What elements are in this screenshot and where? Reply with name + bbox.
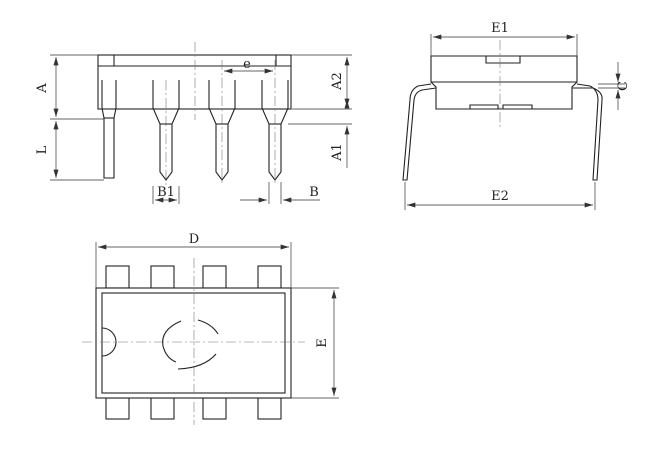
top-pin-8: [105, 265, 130, 289]
side-lead-right: [572, 83, 603, 181]
front-pin-4: [261, 80, 289, 181]
label-E2: E2: [491, 189, 509, 204]
front-view: A L A2 A1 e B1 B: [35, 42, 352, 204]
front-pin-2: [152, 80, 180, 181]
label-D: D: [189, 232, 199, 247]
label-A1: A1: [330, 143, 345, 162]
top-pin-3: [202, 397, 227, 420]
top-body-inner: [101, 292, 286, 394]
front-pin-3: [208, 80, 236, 181]
label-E1: E1: [491, 21, 509, 36]
label-E: E: [315, 338, 330, 348]
side-lead-left: [402, 83, 437, 181]
top-pin-5: [257, 265, 282, 289]
label-B: B: [309, 185, 319, 200]
top-body: [95, 287, 292, 399]
side-body: [430, 55, 578, 110]
top-pin-6: [202, 265, 227, 289]
label-A: A: [35, 83, 50, 94]
pin1-notch: [101, 327, 117, 357]
top-pin-7: [150, 265, 175, 289]
label-e: e: [243, 57, 251, 72]
label-B1: B1: [157, 185, 175, 200]
top-view: D E: [82, 232, 339, 425]
label-C: C: [616, 81, 631, 91]
label-A2: A2: [330, 72, 345, 91]
front-pin-1: [101, 80, 117, 179]
label-L: L: [35, 145, 50, 154]
top-pin-2: [150, 397, 175, 420]
top-pin-4: [257, 397, 282, 420]
side-view: E1 E2 C: [402, 21, 631, 210]
top-pin-1: [105, 397, 130, 420]
